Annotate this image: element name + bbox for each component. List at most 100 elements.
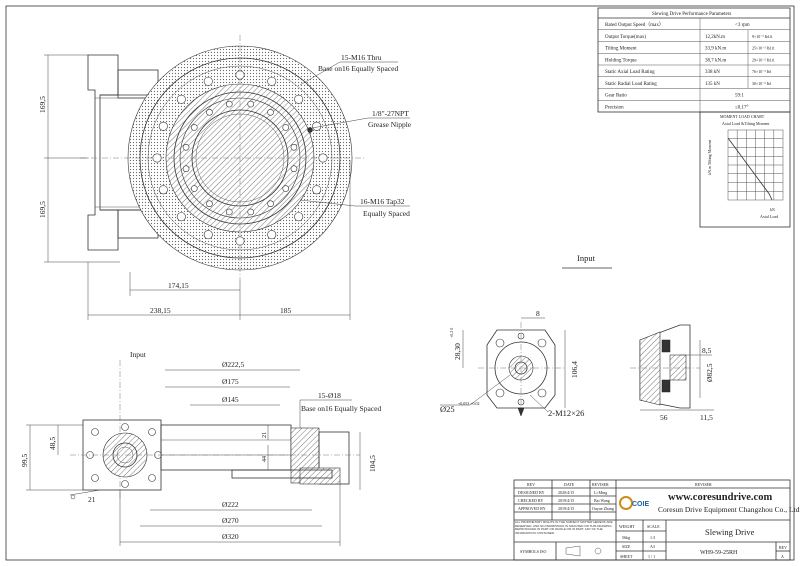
- moment-chart-xlabel: Axial Load: [760, 214, 778, 219]
- tap-hole: [290, 165, 298, 173]
- tap-hole: [190, 124, 198, 131]
- tb-part-name: Slewing Drive: [705, 527, 755, 537]
- tap-hole: [267, 200, 274, 208]
- tap-hole: [267, 108, 274, 116]
- chart-curve: [727, 137, 773, 201]
- tb-weight-label: WEIGHT: [619, 524, 635, 529]
- dim-d25-tol: +0,053 +0,02: [458, 401, 480, 407]
- bolt-hole: [312, 185, 322, 195]
- bolt-hole: [267, 230, 277, 240]
- tap-hole: [182, 165, 190, 173]
- tb-designed-by: DESIGNED BY: [518, 490, 545, 495]
- grease-nipple: [307, 127, 313, 133]
- moment-chart-xunit: kN: [770, 207, 775, 212]
- bolt-hole: [312, 121, 322, 131]
- perf-row-value: <3 rpm: [735, 23, 750, 28]
- tap-hole: [282, 185, 290, 192]
- bolt-hole: [267, 76, 277, 86]
- housing-bolt-hole: [148, 428, 156, 436]
- tap-hole: [290, 143, 298, 151]
- dim-99-5: 99,5: [20, 454, 29, 467]
- callout-grease: Grease Nipple: [368, 120, 412, 129]
- tb-date-header: DATE: [564, 482, 575, 487]
- callout-npt: 1/8"-27NPT: [372, 109, 409, 118]
- tb-scale-label: SCALE: [647, 524, 660, 529]
- tb-approved-name: Ouyue Zhang: [592, 506, 614, 511]
- performance-table: Slewing Drive Performance Parameters Rat…: [597, 7, 791, 113]
- tb-website: www.coresundrive.com: [668, 492, 772, 503]
- tb-rights-note: ALL PROPRIETARY RIGHTS IN THE SUBJECT MA…: [515, 521, 613, 535]
- dim-d82-5: Ø82,5: [705, 363, 714, 382]
- bolt-hole: [158, 121, 168, 131]
- perf-row-label: Tilting Moment: [605, 47, 637, 52]
- perf-row-value: 135 kN: [705, 82, 720, 87]
- tb-rev-label: REV: [779, 545, 787, 550]
- outer-bolt-holes: [152, 70, 328, 246]
- perf-row-label: Precision: [605, 105, 624, 110]
- perf-row-value: 33,9 kN.m: [705, 47, 726, 52]
- dim-28-3: 28,30: [453, 343, 462, 360]
- housing-bolt-hole: [121, 423, 129, 431]
- tb-checked-by: CHECKED BY: [518, 498, 544, 503]
- moment-load-chart: MOMENT LOAD CHART Axial Load &Tilting Mo…: [699, 111, 791, 228]
- top-view: 15-M16 Thru Base on16 Equally Spaced 1/8…: [38, 35, 412, 320]
- perf-row-value: 12,2kN.m: [705, 35, 725, 40]
- input-label-main: Input: [130, 350, 147, 359]
- input-detail-view: Input 8 28,30 +0.2 0 106,4 Ø25 +0,053 +0…: [440, 253, 612, 418]
- callout-15-m16: 15-M16 Thru: [341, 53, 382, 62]
- dim-106-4: 106,4: [570, 361, 579, 378]
- callout-equally: Equally Spaced: [363, 209, 410, 218]
- dim-169-upper: 169,5: [38, 96, 47, 113]
- bolt-hole: [176, 212, 186, 222]
- tb-rev-value: A: [781, 554, 784, 559]
- dim-angle-21: 21: [88, 495, 96, 504]
- dim-21: 21: [262, 432, 268, 438]
- housing-bolt-hole: [121, 480, 129, 488]
- dim-48-5: 48,5: [48, 437, 57, 450]
- tap-hole: [247, 208, 255, 216]
- section-view: Input Ø222,5 Ø175 Ø145 15-Ø18 Base on16 …: [20, 350, 381, 546]
- housing-bolt-holes: [86, 423, 162, 488]
- dim-44: 44: [262, 456, 268, 462]
- inner-tap-holes: [182, 100, 313, 216]
- title-block: REV DATE REVISER REVISER DESIGNED BY 202…: [513, 479, 800, 561]
- dim-d320: Ø320: [222, 532, 239, 541]
- tb-company: Coresun Drive Equipment Changzhou Co., L…: [658, 505, 800, 514]
- dim-8: 8: [536, 309, 540, 318]
- tb-weight-value: 56kg: [622, 535, 630, 540]
- perf-row-value-imperial: 25×10⁻³ lbf.ft: [752, 46, 775, 51]
- dim-d222: Ø222: [222, 500, 239, 509]
- dim-d270: Ø270: [222, 516, 239, 525]
- moment-chart-title: MOMENT LOAD CHART: [720, 114, 765, 119]
- dim-238: 238,15: [150, 306, 171, 315]
- tap-hole: [182, 143, 190, 151]
- callout-15-d18: 15-Ø18: [318, 391, 341, 400]
- tb-symbols-iso: SYMBOLS ISO: [520, 549, 546, 554]
- dim-d175: Ø175: [222, 377, 239, 386]
- moment-chart-ylabel: kN.m Tilting Moment: [707, 139, 712, 175]
- dim-174: 174,15: [168, 281, 189, 290]
- bolt-hole: [176, 94, 186, 104]
- input-label-small: Input: [577, 253, 596, 263]
- perf-row-value: 38,7 kN.m: [705, 58, 726, 63]
- callout-15-d18-base: Base on16 Equally Spaced: [301, 404, 381, 413]
- side-detail-view: 8,5 Ø82,5 56 11,5: [630, 324, 714, 422]
- perf-row-value-imperial: 30×10⁻³ lbf: [752, 81, 772, 86]
- dim-d145: Ø145: [222, 395, 239, 404]
- tap-hole: [225, 208, 233, 216]
- tb-designed-name: Li Ming: [594, 490, 607, 495]
- dim-104-5: 104,5: [368, 455, 377, 472]
- dim-185: 185: [280, 306, 292, 315]
- perf-row-label: Static Axial Load Rating: [605, 70, 655, 75]
- perf-row-label: Gear Ratio: [605, 94, 627, 99]
- callout-16-m16: 16-M16 Tap32: [360, 197, 405, 206]
- perf-row-label: Holding Torque: [605, 58, 637, 63]
- tb-rev-header: REV: [527, 482, 535, 487]
- perf-row-label: Static Radial Load Rating: [605, 82, 657, 87]
- perf-row-value: 59:1: [735, 94, 744, 99]
- tap-hole: [206, 200, 213, 208]
- tb-designed-date: 2020/4/15: [558, 490, 574, 495]
- company-logo: COIE: [619, 496, 649, 510]
